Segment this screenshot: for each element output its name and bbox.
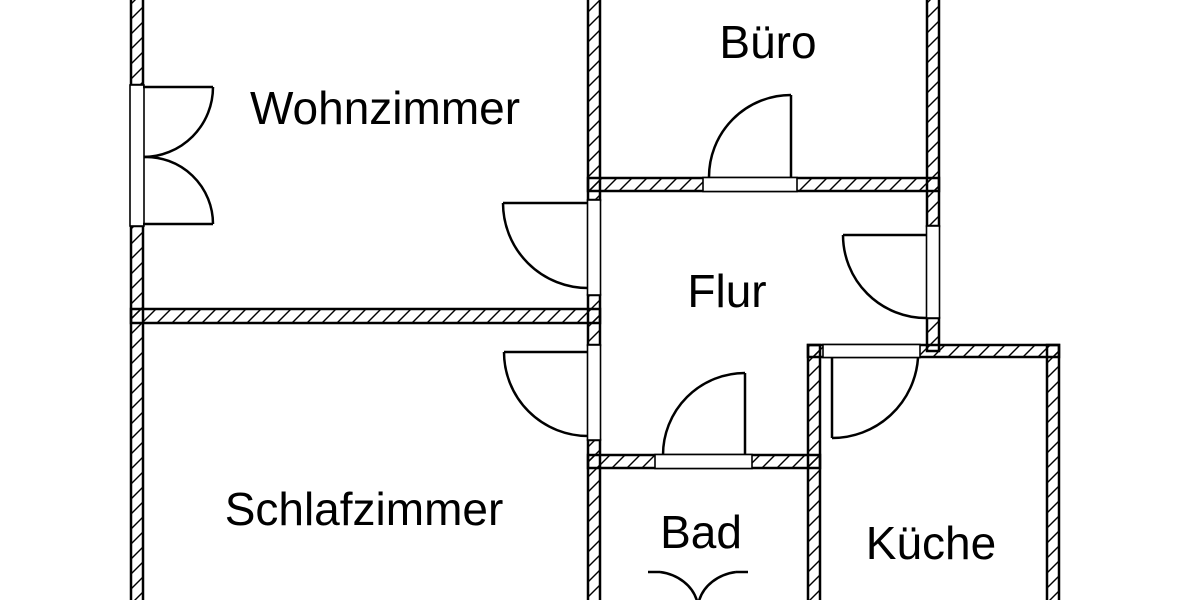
door-arc xyxy=(707,93,792,179)
opening-entrance-door xyxy=(925,225,941,319)
room-label-wohnzimmer: Wohnzimmer xyxy=(250,82,520,134)
door-arc xyxy=(661,371,746,456)
room-label-flur: Flur xyxy=(687,265,766,317)
doors xyxy=(143,85,927,600)
wall-kueche-left xyxy=(806,343,822,600)
door-arc xyxy=(698,570,737,600)
door-bad xyxy=(661,371,747,456)
door-wohnzimmer xyxy=(501,201,589,290)
opening-kueche-door xyxy=(822,343,921,359)
room-label-bad: Bad xyxy=(660,506,742,558)
wall-left-outer-upper xyxy=(129,0,145,87)
room-label-kueche: Küche xyxy=(866,517,996,569)
wall-inner-vertical-upper xyxy=(586,0,602,202)
door-arc xyxy=(841,234,927,320)
door-arc xyxy=(143,86,215,159)
door-arc xyxy=(502,351,589,438)
opening-wohnzimmer-french-door xyxy=(129,84,145,227)
door-bad-bottom-double xyxy=(648,570,748,600)
room-label-buero: Büro xyxy=(719,16,816,68)
room-labels: Wohnzimmer Büro Flur Schlafzimmer Bad Kü… xyxy=(225,16,997,569)
opening-schlafzimmer-door xyxy=(586,344,602,441)
door-kueche xyxy=(830,357,920,440)
door-arc xyxy=(831,357,920,440)
french-door-wohnzimmer xyxy=(143,85,215,226)
wall-wohnzimmer-schlafzimmer xyxy=(129,307,602,325)
door-openings xyxy=(129,84,941,470)
room-label-schlafzimmer: Schlafzimmer xyxy=(225,483,504,535)
door-entrance xyxy=(841,233,927,320)
wall-left-outer-lower xyxy=(129,224,145,600)
wall-kueche-right xyxy=(1045,343,1061,600)
door-arc xyxy=(659,570,698,600)
door-arc xyxy=(143,155,215,225)
opening-bad-door xyxy=(654,453,753,470)
opening-wohnzimmer-door xyxy=(586,199,602,296)
door-schlafzimmer xyxy=(502,350,589,438)
door-buero xyxy=(707,93,793,179)
door-arc xyxy=(501,202,589,290)
opening-buero-door xyxy=(702,176,798,193)
